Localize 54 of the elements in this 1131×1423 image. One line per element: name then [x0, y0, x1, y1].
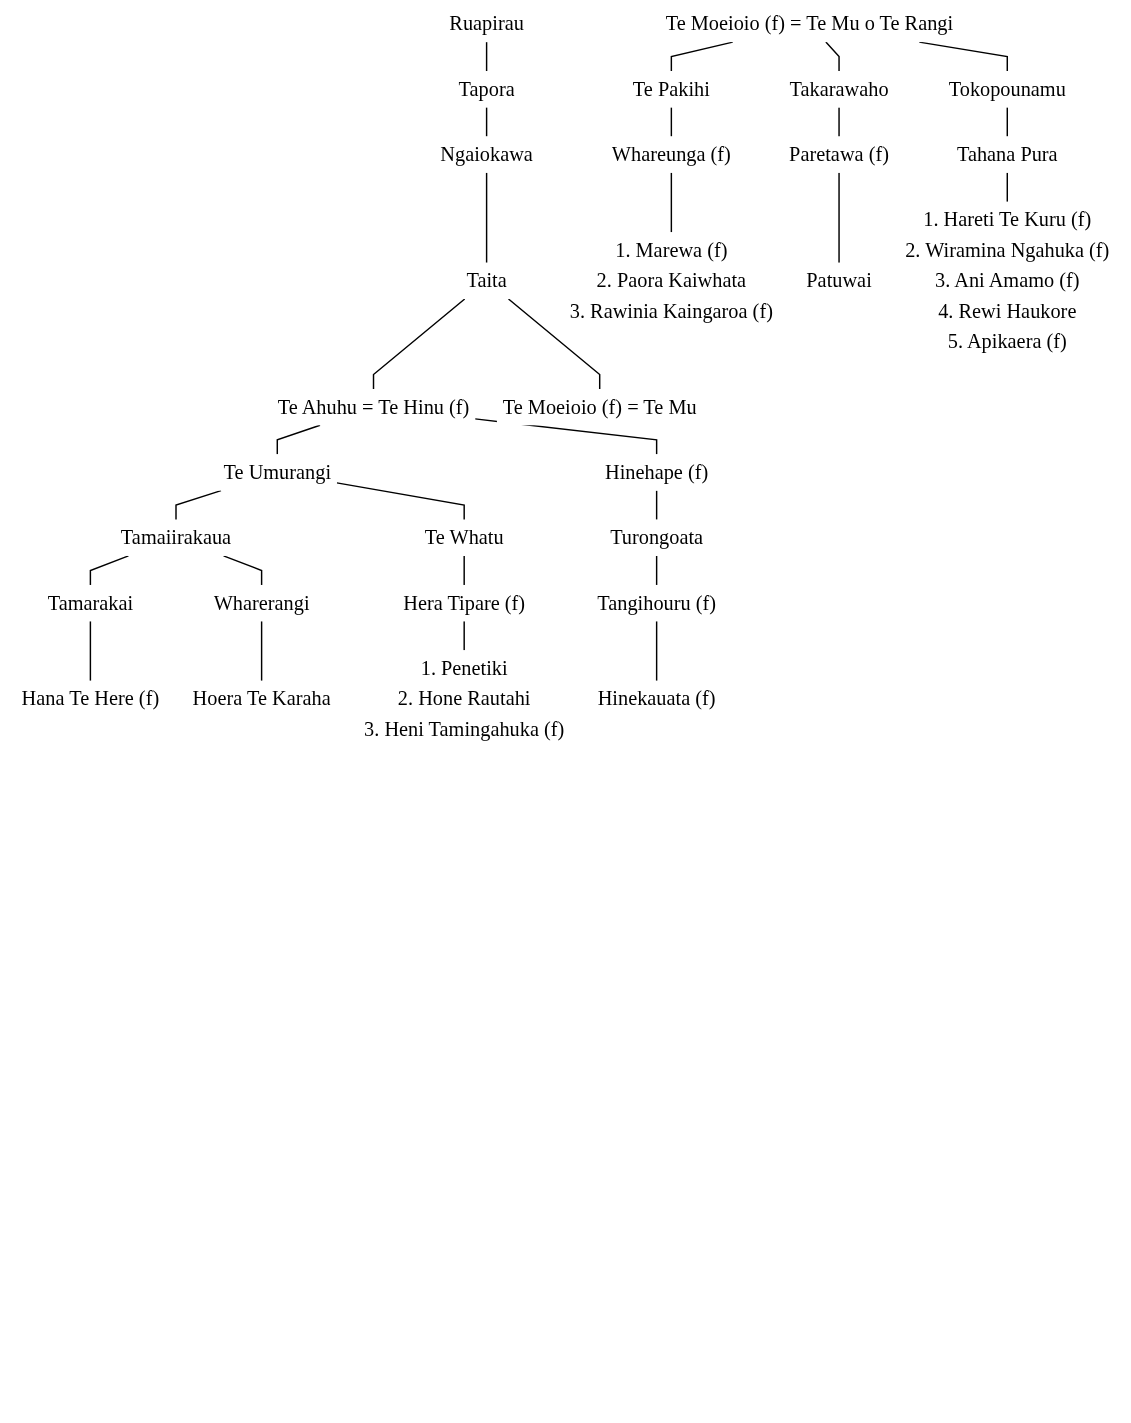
connector	[89, 555, 130, 586]
connector	[336, 482, 465, 521]
connector	[918, 41, 1008, 72]
connector	[463, 620, 465, 651]
connector	[175, 489, 222, 521]
connector	[89, 620, 92, 682]
node-text: Tamarakai	[47, 591, 134, 614]
node-text: Tokopounamu	[948, 77, 1066, 101]
connector	[655, 489, 658, 521]
connector	[655, 555, 658, 586]
connector	[838, 172, 840, 264]
connector	[260, 620, 263, 682]
connector	[670, 41, 734, 72]
node-text: Te Ahuhu = Te Hinu (f)	[277, 395, 470, 419]
node-text: Tamaiirakaua	[120, 526, 232, 549]
connector	[463, 555, 465, 586]
node-text: 1. Marewa (f) 2. Paora Kaiwhata 3. Rawinia Kaingaroa (f)	[569, 238, 773, 323]
node-text: Ruapirau	[449, 12, 524, 35]
node-text: Hana Te Here (f)	[21, 687, 160, 710]
node-text: Te Whatu	[424, 526, 504, 549]
node-text: Ngaiokawa	[440, 142, 533, 166]
node-text: Hoera Te Karaha	[192, 687, 331, 710]
node-text: Hinehape (f)	[605, 460, 709, 484]
node-text: Te Pakihi	[632, 77, 710, 101]
connector	[655, 620, 658, 682]
connector	[485, 172, 488, 264]
node-text: Taita	[466, 269, 507, 292]
node-text: Wharerangi	[213, 591, 310, 614]
node-text: Turongoata	[610, 526, 704, 549]
connector	[670, 172, 673, 233]
connector	[222, 555, 263, 586]
connector	[485, 106, 488, 138]
connector	[507, 298, 601, 390]
node-text: Hinekauata (f)	[597, 687, 716, 710]
connector	[372, 298, 466, 390]
node-text: Tahana Pura	[956, 142, 1058, 166]
connector	[485, 41, 488, 72]
node-text: Whareunga (f)	[611, 142, 731, 166]
node-text: Takarawaho	[789, 77, 889, 101]
node-text: Hera Tipare (f)	[403, 591, 526, 614]
node-text: Te Moeioio (f) = Te Mu o Te Rangi	[665, 12, 954, 35]
node-text: Patuwai	[806, 269, 872, 292]
connector	[1006, 172, 1008, 203]
connector	[276, 424, 321, 456]
connector	[825, 41, 840, 72]
connector	[670, 106, 673, 138]
connector	[1006, 106, 1008, 138]
connector	[838, 106, 840, 138]
node-text: Paretawa (f)	[789, 142, 889, 166]
node-text: Te Umurangi	[223, 460, 332, 484]
node-text: 1. Penetiki 2. Hone Rautahi 3. Heni Tamingahuka (f)	[364, 656, 565, 741]
node-text: 1. Hareti Te Kuru (f) 2. Wiramina Ngahuka (f) 3. Ani Amamo (f) 4. Rewi Haukore 5. Apikaera (f)	[905, 208, 1110, 353]
node-text: Tapora	[458, 77, 515, 101]
node-text: Tangihouru (f)	[597, 591, 717, 614]
